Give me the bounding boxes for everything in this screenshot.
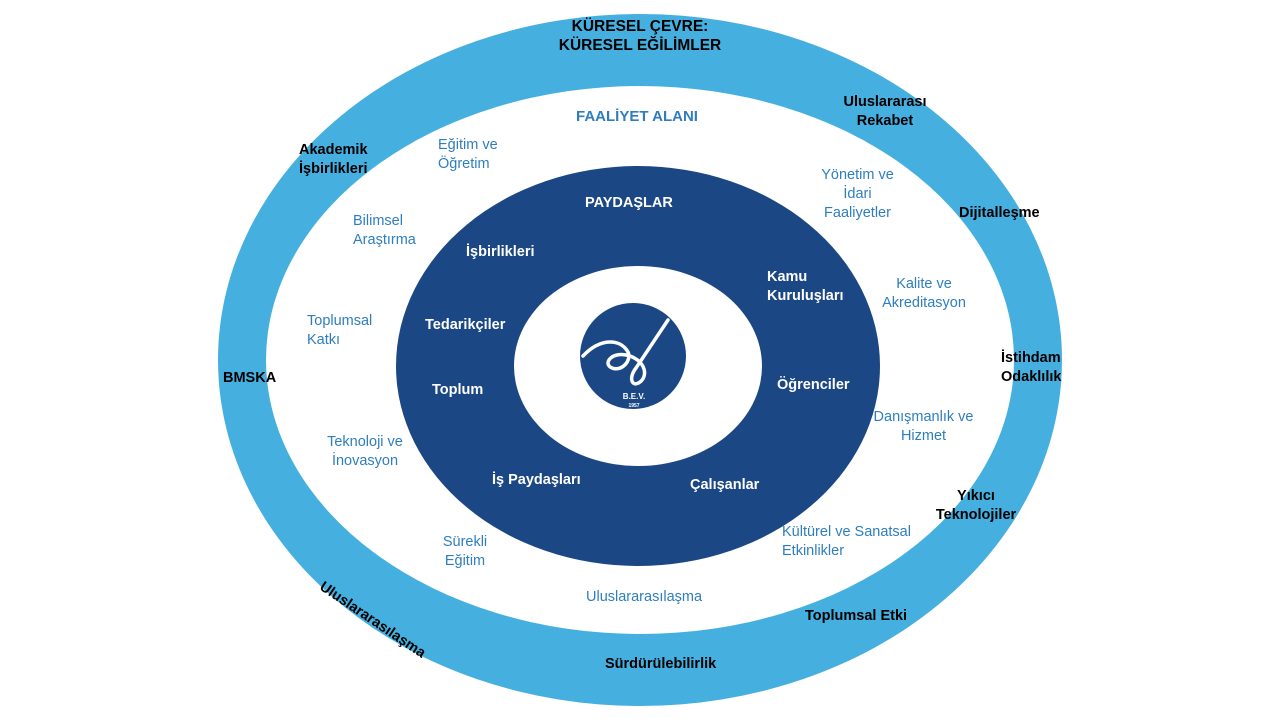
label-line: Danışmanlık ve (873, 409, 974, 425)
activity-item-administration: Yönetim ve İdari Faaliyetler (810, 166, 905, 223)
label-line: İşbirlikleri (299, 161, 368, 177)
label-line: Uluslararasılaşma (586, 589, 703, 605)
outer-item-disruptive-technologies: Yıkıcı Teknolojiler (926, 487, 1026, 525)
label-line: Dijitalleşme (959, 205, 1040, 221)
label-line: İstihdam (1001, 350, 1061, 366)
stakeholder-business-partners: İş Paydaşları (492, 471, 581, 490)
activity-item-social-contribution: Toplumsal Katkı (307, 312, 372, 350)
label-line: Eğitim ve (438, 137, 498, 153)
logo-signature-icon (581, 318, 670, 386)
outer-item-social-impact: Toplumsal Etki (805, 607, 907, 626)
stakeholder-public-institutions: Kamu Kuruluşları (767, 268, 844, 306)
label-line: Eğitim (444, 553, 486, 569)
logo-year: 1957 (628, 403, 639, 409)
label-line: Faaliyetler (824, 205, 891, 221)
label-line: Kültürel ve Sanatsal (782, 524, 911, 540)
label-line: Katkı (307, 332, 341, 348)
label-line: Odaklılık (1001, 369, 1062, 385)
logo-text: B.E.V. (623, 392, 645, 401)
stakeholder-employees: Çalışanlar (690, 476, 759, 495)
activity-item-cultural-events: Kültürel ve Sanatsal Etkinlikler (782, 523, 911, 561)
label-line: Akreditasyon (882, 295, 966, 311)
label-line: Sürekli (442, 534, 488, 550)
label-line: İş Paydaşları (492, 472, 581, 488)
outer-item-bmska: BMSKA (223, 369, 276, 388)
bev-logo: B.E.V. 1957 (580, 303, 686, 409)
label-line: Yıkıcı (957, 488, 995, 504)
label-line: Araştırma (353, 232, 416, 248)
outer-item-international-competition: Uluslararası Rekabet (830, 93, 940, 131)
label-line: Toplum (432, 382, 484, 398)
label-line: Kamu (767, 269, 808, 285)
label-line: İnovasyon (331, 453, 399, 469)
label-line: Öğrenciler (777, 377, 850, 393)
label-line: Kuruluşları (767, 288, 844, 304)
label-line: Toplumsal Etki (805, 608, 908, 624)
stakeholder-students: Öğrenciler (777, 376, 850, 395)
label-line: Etkinlikler (782, 543, 845, 559)
outer-item-employment-focus: İstihdam Odaklılık (1001, 349, 1061, 387)
outer-item-academic-collaborations: Akademik İşbirlikleri (299, 141, 368, 179)
label-line: Öğretim (438, 156, 490, 172)
label-line: Toplumsal (307, 313, 373, 329)
outer-item-sustainability: Sürdürülebilirlik (605, 655, 716, 674)
activity-item-scientific-research: Bilimsel Araştırma (353, 212, 416, 250)
outer-ring-title-line1: KÜRESEL ÇEVRE: (571, 18, 709, 35)
label-line: BMSKA (223, 370, 277, 386)
stakeholder-collaborations: İşbirlikleri (466, 243, 535, 262)
label-line: Çalışanlar (690, 477, 760, 493)
label-line: İşbirlikleri (466, 244, 535, 260)
stakeholders-title: PAYDAŞLAR (585, 195, 673, 211)
label-line: Rekabet (856, 113, 914, 129)
label-line: Uluslararası (843, 94, 927, 110)
label-line: Tedarikçiler (425, 317, 506, 333)
outer-item-digitalization: Dijitalleşme (959, 204, 1040, 223)
stakeholder-society: Toplum (432, 381, 483, 400)
stakeholder-suppliers: Tedarikçiler (425, 316, 505, 335)
label-line: Hizmet (900, 428, 947, 444)
label-line: Akademik (299, 142, 368, 158)
activity-item-quality: Kalite ve Akreditasyon (874, 275, 974, 313)
activity-item-education: Eğitim ve Öğretim (438, 136, 498, 174)
activity-item-continuing-education: Sürekli Eğitim (430, 533, 500, 571)
label-line: Bilimsel (353, 213, 403, 229)
activity-item-internationalization: Uluslararasılaşma (586, 588, 702, 607)
activity-item-technology-innovation: Teknoloji ve İnovasyon (320, 433, 410, 471)
activity-area-title: FAALİYET ALANI (576, 108, 698, 125)
outer-ring-title: KÜRESEL ÇEVRE: KÜRESEL EĞİLİMLER (540, 17, 740, 55)
label-line: Teknoloji ve (327, 434, 403, 450)
outer-ring-title-line2: KÜRESEL EĞİLİMLER (558, 37, 722, 54)
label-line: Sürdürülebilirlik (605, 656, 717, 672)
label-line: Yönetim ve (821, 167, 894, 183)
label-line: İdari (843, 186, 872, 202)
label-line: Kalite ve (896, 276, 952, 292)
activity-item-consulting: Danışmanlık ve Hizmet (866, 408, 981, 446)
label-line: Teknolojiler (935, 507, 1017, 523)
